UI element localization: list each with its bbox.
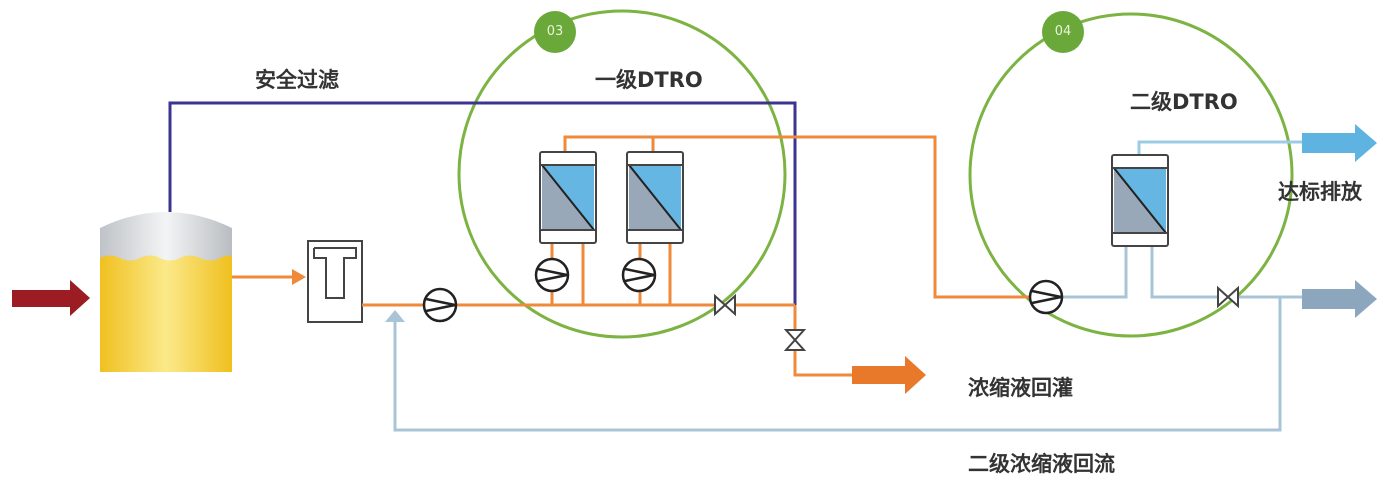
stage2-label: 二级DTRO	[1130, 90, 1238, 114]
stage1-badge-label: 03	[546, 24, 564, 39]
concentrate-valve-icon	[785, 329, 805, 351]
stage2-pump-icon	[1028, 279, 1064, 315]
discharge-arrow-icon	[1302, 124, 1377, 162]
reject-arrow-icon	[1302, 280, 1377, 318]
safety-filter-label: 安全过滤	[255, 68, 339, 92]
dtro-membrane-3	[1111, 154, 1169, 247]
arrowhead	[292, 269, 306, 285]
stage2-return-label: 二级浓缩液回流	[968, 452, 1115, 476]
booster-pump-2-icon	[621, 257, 657, 293]
concentrate-reinjection-label: 浓缩液回灌	[968, 376, 1073, 400]
concentrate-arrow-icon	[852, 356, 926, 394]
bypass-line	[168, 101, 797, 305]
feed-pump-icon	[422, 287, 458, 323]
stage2-badge	[1042, 11, 1084, 53]
inlet-arrow-icon	[12, 280, 90, 316]
storage-tank	[100, 212, 232, 372]
cartridge-filter	[307, 240, 363, 323]
dtro-membrane-1	[539, 151, 597, 244]
stage1-badge	[534, 11, 576, 53]
booster-pump-1-icon	[534, 257, 570, 293]
return-arrowhead	[385, 310, 405, 322]
stage1-label: 一级DTRO	[595, 68, 703, 92]
stage1-boundary	[457, 9, 787, 339]
stage2-return-line	[393, 297, 1282, 432]
stage2-badge-label: 04	[1054, 24, 1072, 39]
discharge-label: 达标排放	[1278, 180, 1362, 204]
dtro-membrane-2	[626, 151, 684, 244]
stage2-boundary	[968, 12, 1294, 338]
